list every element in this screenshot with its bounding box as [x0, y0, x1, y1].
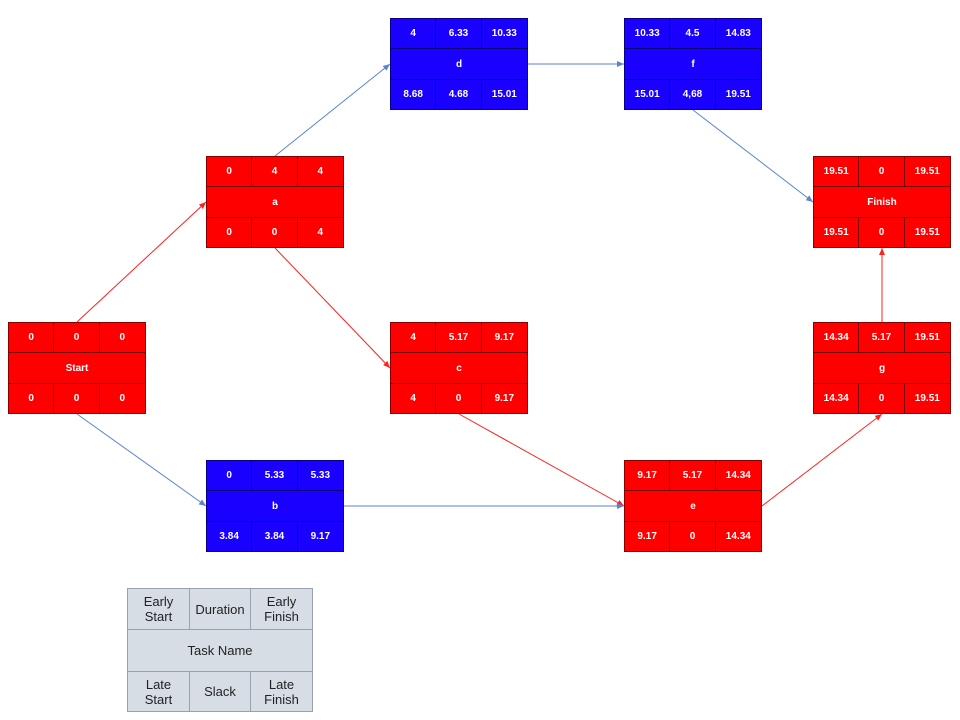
late-finish-value: 9.17 [494, 393, 515, 404]
slack-value: 0 [54, 384, 100, 413]
late-start-value: 3.84 [207, 522, 253, 551]
early-start-value: 0 [9, 323, 55, 352]
duration-value: 4.5 [670, 19, 716, 48]
duration-value: 5.33 [252, 461, 298, 490]
slack-value: 0 [252, 218, 298, 247]
edge-start-to-b [76, 413, 207, 507]
early-finish-value: 5.33 [310, 470, 331, 481]
slack-value: 4.68 [436, 80, 482, 109]
task-name: d [455, 58, 463, 70]
legend-duration: Duration [190, 589, 251, 629]
late-start-value: 4 [391, 384, 437, 413]
node-f: 10.33 4.5 14.83 f 15.01 4,68 19.51 [624, 18, 762, 110]
node-a: 0 4 4 a 0 0 4 [206, 156, 344, 248]
slack-value: 3.84 [252, 522, 298, 551]
duration-value: 5.17 [670, 461, 716, 490]
task-name: c [456, 362, 462, 374]
legend-late-start: Late Start [128, 672, 190, 711]
node-c: 4 5.17 9.17 c 4 0 9.17 [390, 322, 528, 414]
late-start-value: 0 [9, 384, 55, 413]
early-finish-value: 10.33 [491, 28, 517, 39]
late-finish-value: 9.17 [310, 531, 331, 542]
task-name: b [271, 500, 279, 512]
early-finish-value: 9.17 [494, 332, 515, 343]
early-start-value: 14.34 [814, 323, 860, 352]
early-start-value: 9.17 [625, 461, 671, 490]
late-start-value: 14.34 [814, 384, 860, 413]
late-start-value: 15.01 [625, 80, 671, 109]
task-name: Start [65, 362, 89, 374]
early-finish-value: 0 [119, 332, 126, 343]
node-b: 0 5.33 5.33 b 3.84 3.84 9.17 [206, 460, 344, 552]
slack-value: 0 [859, 384, 905, 413]
early-finish-value: 19.51 [914, 166, 940, 177]
legend-task-name: Task Name [187, 643, 253, 658]
duration-value: 0 [859, 157, 905, 186]
early-finish-value: 19.51 [914, 332, 940, 343]
edge-start-to-a [76, 201, 207, 323]
early-start-value: 10.33 [625, 19, 671, 48]
duration-value: 5.17 [436, 323, 482, 352]
late-finish-value: 19.51 [725, 89, 751, 100]
late-start-value: 0 [207, 218, 253, 247]
early-start-value: 4 [391, 323, 437, 352]
node-d: 4 6.33 10.33 d 8.68 4.68 15.01 [390, 18, 528, 110]
duration-value: 4 [252, 157, 298, 186]
legend-key: Early Start Duration Early Finish Task N… [127, 588, 313, 712]
late-finish-value: 19.51 [914, 393, 940, 404]
early-start-value: 19.51 [814, 157, 860, 186]
early-start-value: 0 [207, 461, 253, 490]
task-name: f [691, 58, 695, 70]
edge-e-to-g [761, 413, 883, 507]
legend-slack: Slack [190, 672, 251, 711]
early-start-value: 0 [207, 157, 253, 186]
slack-value: 0 [859, 218, 905, 247]
early-finish-value: 14.34 [725, 470, 751, 481]
edge-c-to-e [458, 413, 625, 507]
task-name: g [878, 362, 886, 374]
legend-early-start: Early Start [128, 589, 190, 629]
edge-a-to-c [274, 247, 391, 369]
legend-late-finish: Late Finish [264, 676, 299, 707]
duration-value: 6.33 [436, 19, 482, 48]
duration-value: 0 [54, 323, 100, 352]
legend-early-finish: Early Finish [264, 594, 299, 624]
task-name: a [272, 196, 278, 208]
edge-a-to-d [274, 63, 391, 157]
early-start-value: 4 [391, 19, 437, 48]
node-finish: 19.51 0 19.51 Finish 19.51 0 19.51 [813, 156, 951, 248]
task-name: Finish [867, 196, 897, 208]
node-start: 0 0 0 Start 0 0 0 [8, 322, 146, 414]
late-finish-value: 14.34 [725, 531, 751, 542]
slack-value: 0 [436, 384, 482, 413]
early-finish-value: 14.83 [725, 28, 751, 39]
late-start-value: 8.68 [391, 80, 437, 109]
late-finish-value: 4 [317, 227, 324, 238]
slack-value: 0 [670, 522, 716, 551]
late-start-value: 9.17 [625, 522, 671, 551]
edge-f-to-finish [692, 109, 814, 203]
task-name: e [690, 500, 696, 512]
late-finish-value: 19.51 [914, 227, 940, 238]
slack-value: 4,68 [670, 80, 716, 109]
duration-value: 5.17 [859, 323, 905, 352]
node-e: 9.17 5.17 14.34 e 9.17 0 14.34 [624, 460, 762, 552]
early-finish-value: 4 [317, 166, 324, 177]
late-start-value: 19.51 [814, 218, 860, 247]
late-finish-value: 0 [119, 393, 126, 404]
late-finish-value: 15.01 [491, 89, 517, 100]
node-g: 14.34 5.17 19.51 g 14.34 0 19.51 [813, 322, 951, 414]
